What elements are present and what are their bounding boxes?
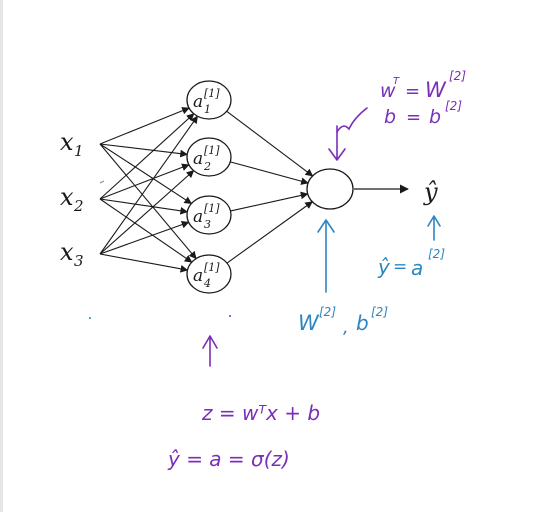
hidden-unit-3-circle [186,195,232,235]
edge-x1-to-a1 [99,107,190,145]
annotation-purple-down-arrow [328,125,346,161]
input-x2-subscript: 2 [73,197,84,215]
edge-x2-to-a4 [99,198,193,263]
annotation-blue-a-sup: [2] [428,247,445,261]
hidden-unit-3-subscript: 3 [204,218,211,231]
stroke-mark [99,180,105,184]
edge-a2-to-output [229,161,309,185]
hidden-unit-1-circle [186,80,232,120]
hidden-unit-1-superscript: [1] [204,87,220,100]
hidden-unit-4-circle [186,254,232,294]
output-node [306,168,354,210]
speck-mark [229,315,231,317]
hidden-unit-2-circle [186,137,232,177]
annotation-b-lhs: b [384,106,396,128]
input-x2-label: x 2 [60,183,84,215]
input-x2-symbol: x [60,183,74,211]
output-yhat-label: ŷ [423,178,438,206]
hidden-unit-2: a [1] 2 [186,137,232,177]
input-x3-symbol: x [60,238,74,266]
edge-x3-to-a1 [99,115,198,255]
blue-annotation-params: W [2] , b [2] [298,219,388,338]
edge-x1-to-a3 [99,143,193,205]
connections-layer [99,107,314,273]
input-x1-label: x 1 [60,128,84,160]
speck-mark [89,317,91,319]
blue-annotation-output: ŷ = a [2] [377,215,445,280]
hidden-unit-3-symbol: a [193,207,203,227]
input-x1-symbol: x [60,128,74,156]
annotation-purple-pointer [336,107,368,133]
annotation-w-rhs-sup: [2] [449,69,466,83]
annotation-w-eq: = [405,81,420,102]
annotation-blue-up-arrow-output [427,215,441,241]
purple-annotation-bottom: z = wᵀx + b ŷ = a = σ(z) [167,401,320,471]
purple-annotation-top: w T = W [2] b = b [2] [328,69,466,161]
annotation-blue-b-sup: [2] [371,305,388,319]
annotation-w-lhs: w [380,80,396,102]
hidden-unit-4-superscript: [1] [204,261,220,274]
hidden-unit-4-subscript: 4 [203,277,211,290]
annotation-w-sup: T [393,76,400,87]
annotation-blue-yhat: ŷ [377,255,391,279]
annotation-blue-W-sup: [2] [319,305,336,319]
annotation-blue-W: W [298,311,320,335]
input-x1-subscript: 1 [74,142,84,160]
output-node-circle [306,168,354,210]
hidden-unit-2-symbol: a [193,149,203,169]
input-x3-subscript: 3 [74,252,84,270]
annotation-yhat-equation: ŷ = a = σ(z) [167,447,290,471]
annotation-b-rhs: b [429,106,441,128]
hidden-unit-3-superscript: [1] [204,202,220,215]
annotation-blue-a: a [411,256,423,280]
hidden-unit-1-symbol: a [193,92,203,112]
hidden-unit-2-superscript: [1] [204,144,220,157]
hidden-unit-4-symbol: a [193,266,203,286]
annotation-blue-up-arrow-params [317,219,335,293]
annotation-blue-eq: = [393,257,407,277]
annotation-z-equation: z = wᵀx + b [201,401,320,425]
edge-x1-to-a2 [99,143,188,158]
annotation-purple-up-arrow-bottom [202,335,218,367]
edge-x3-to-a2 [99,170,195,255]
edge-x3-to-a3 [99,220,190,255]
edge-x2-to-a2 [99,163,190,200]
input-x3-label: x 3 [60,238,84,270]
hidden-unit-1-subscript: 1 [204,103,211,116]
edge-x1-to-a4 [99,143,197,260]
annotation-b-eq: = [406,107,421,128]
edge-a4-to-output [225,201,313,265]
edge-a3-to-output [229,191,309,212]
annotation-blue-comma: , [343,317,349,338]
annotation-w-rhs: W [425,78,447,102]
left-margin-bar [0,0,3,512]
edge-a1-to-output [225,110,314,177]
annotation-b-rhs-sup: [2] [445,99,462,113]
hidden-unit-1: a [1] 1 [186,80,232,120]
edge-x2-to-a3 [99,198,189,215]
hidden-unit-3: a [1] 3 [186,195,232,235]
hidden-unit-4: a [1] 4 [186,254,232,294]
edge-x3-to-a4 [99,253,189,273]
edge-x2-to-a1 [99,113,195,200]
annotation-blue-b: b [356,311,369,335]
hidden-unit-2-subscript: 2 [203,160,211,173]
